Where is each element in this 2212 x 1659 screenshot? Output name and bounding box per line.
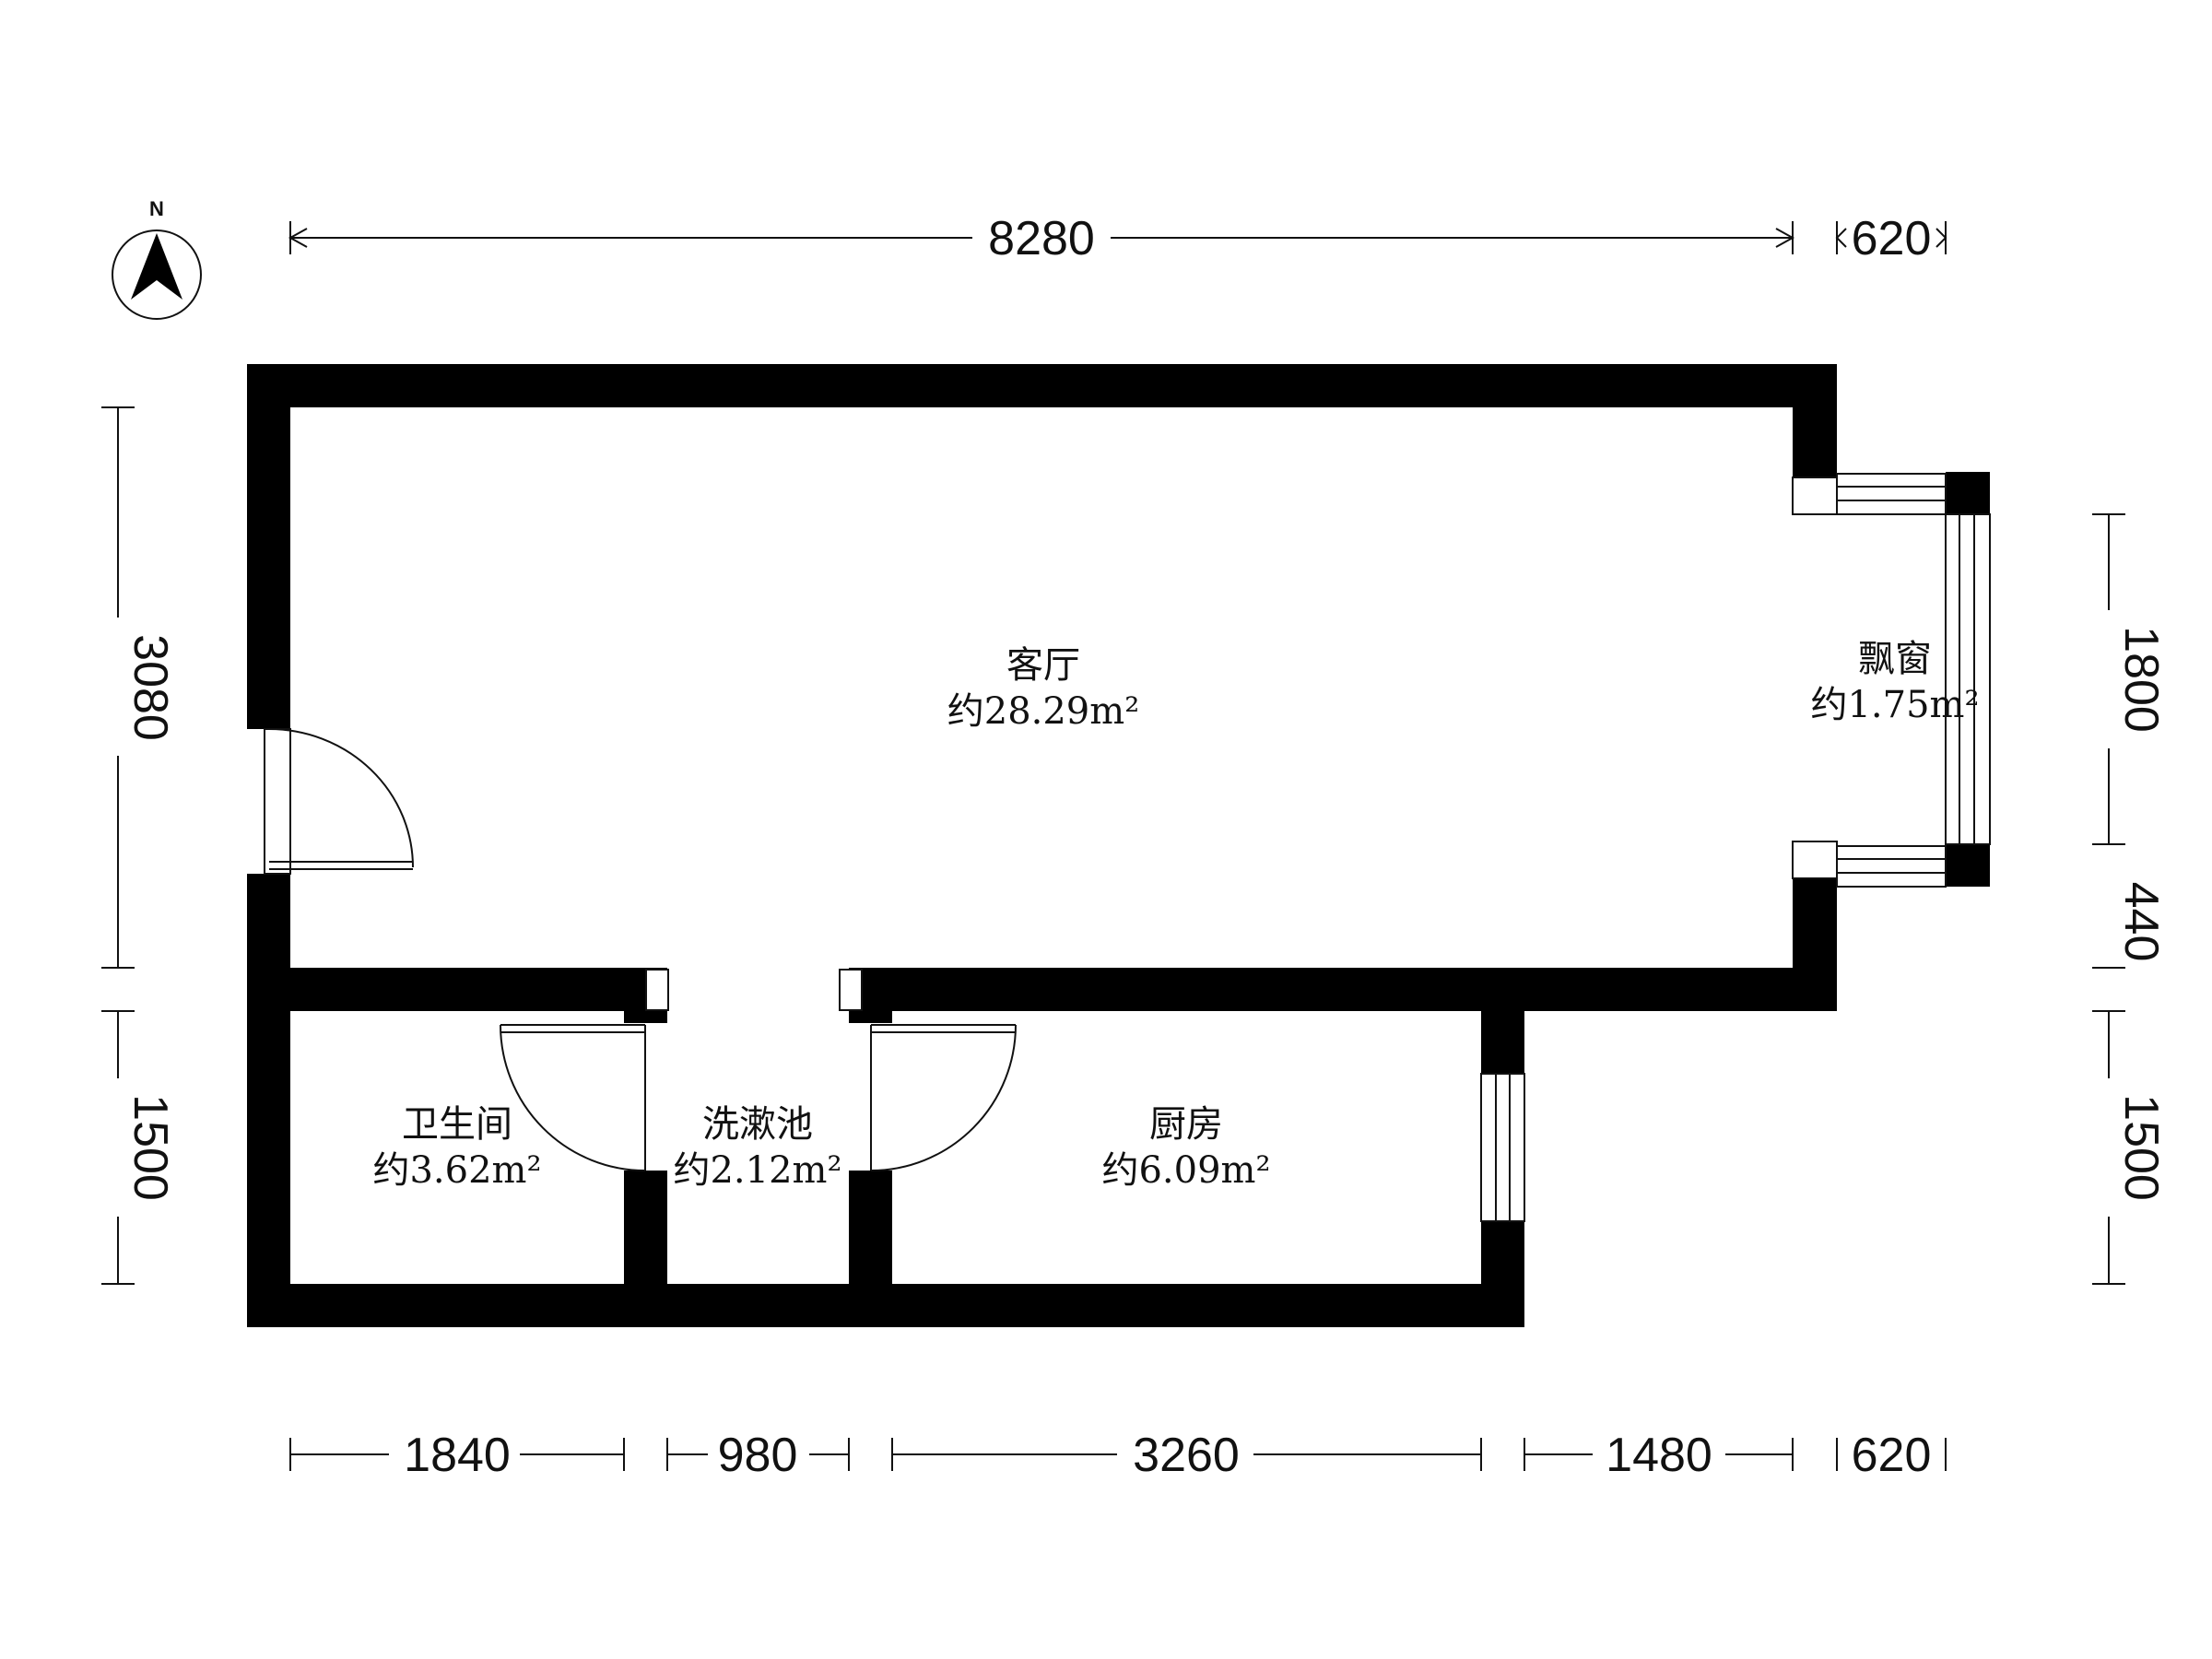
bath-door-swing: [500, 1024, 646, 1171]
bay-window-stub-bottom: [1792, 841, 1838, 879]
left-dim-label-1: 3080: [124, 634, 177, 741]
bottom-dim-bg-3: [1117, 1429, 1253, 1480]
top-dimensions: 8280 620: [288, 212, 1947, 265]
entry-door-swing: [268, 728, 414, 868]
right-dimensions: 1800 440 1500: [2083, 513, 2168, 1285]
right-dim-bg-1: [2083, 610, 2135, 748]
room-area-bay: 约1.75m²: [1810, 684, 1979, 726]
room-area-sink: 约2.12m²: [673, 1149, 841, 1192]
north-compass: N: [112, 197, 202, 320]
room-name-bay: 飘窗: [1858, 638, 1932, 680]
room-area-bathroom: 约3.62m²: [372, 1149, 541, 1192]
right-dim-bg-3: [2083, 1078, 2135, 1217]
wall-kitchen-right-upper: [1481, 968, 1524, 1074]
right-dim-label-2: 440: [2114, 882, 2168, 962]
wall-partition-bath-lower: [624, 1171, 667, 1327]
doors: [264, 728, 1017, 1171]
entry-door-frame: [264, 728, 291, 875]
bath-door-jamb: [645, 969, 669, 1011]
kitchen-door-jamb: [839, 969, 863, 1011]
right-dim-label-1: 1800: [2114, 626, 2168, 733]
bay-window-top-sill: [1836, 473, 1947, 515]
left-dim-bg-1: [92, 618, 144, 756]
bay-pillar-top: [1946, 472, 1990, 514]
bay-window-stub-top: [1792, 477, 1838, 515]
top-dim-arrow-2: [1775, 228, 1795, 248]
left-dim-bg-2: [92, 1078, 144, 1217]
wall-partition-kitchen-lower: [849, 1171, 892, 1327]
bottom-dim-bg-4: [1593, 1429, 1725, 1480]
wall-interior-right: [850, 968, 1837, 1011]
wall-left-lower: [247, 874, 290, 1327]
top-dim-arrow-1: [288, 228, 308, 248]
kitchen-window: [1480, 1073, 1525, 1222]
wall-kitchen-right-lower: [1481, 1221, 1524, 1327]
kitchen-window-frame: [1480, 1073, 1525, 1222]
north-arrow-icon: [131, 233, 182, 300]
bay-window-front: [1945, 513, 1991, 845]
top-dim-arrow-3: [1835, 228, 1847, 248]
bottom-dim-label-2: 980: [718, 1429, 798, 1482]
bottom-dim-label-4: 1480: [1606, 1429, 1712, 1482]
compass-label: N: [149, 197, 164, 220]
room-labels: 客厅 约28.29m² 飘窗 约1.75m² 卫生间 约3.62m² 洗漱池 约…: [372, 638, 1979, 1192]
right-dim-label-3: 1500: [2114, 1094, 2168, 1201]
bottom-dim-label-1: 1840: [404, 1429, 511, 1482]
bottom-dim-bg-1: [389, 1429, 520, 1480]
room-name-bathroom: 卫生间: [402, 1103, 512, 1146]
kitchen-door-swing: [870, 1024, 1017, 1171]
room-area-kitchen: 约6.09m²: [1101, 1149, 1270, 1192]
bottom-dimensions: 1840 980 3260 1480 620: [289, 1429, 1947, 1482]
wall-interior-left: [247, 968, 657, 1011]
room-area-living: 约28.29m²: [947, 690, 1139, 733]
room-name-sink: 洗漱池: [702, 1103, 813, 1146]
bay-window: [1792, 473, 1991, 888]
bottom-dim-label-3: 3260: [1133, 1429, 1240, 1482]
wall-top: [247, 364, 1837, 407]
top-dim-label-2: 620: [1852, 212, 1932, 265]
left-dim-label-2: 1500: [124, 1094, 177, 1201]
bottom-dim-bg-2: [708, 1429, 809, 1480]
room-name-living: 客厅: [1006, 644, 1080, 687]
bay-window-bottom-sill: [1836, 845, 1947, 888]
room-name-kitchen: 厨房: [1149, 1103, 1223, 1146]
bay-pillar-bottom: [1946, 844, 1990, 887]
bottom-dim-label-5: 620: [1852, 1429, 1932, 1482]
wall-left-upper: [247, 364, 290, 729]
left-dimensions: 3080 1500: [92, 406, 177, 1285]
top-dim-label-1: 8280: [988, 212, 1095, 265]
top-dim-arrow-4: [1936, 228, 1947, 248]
